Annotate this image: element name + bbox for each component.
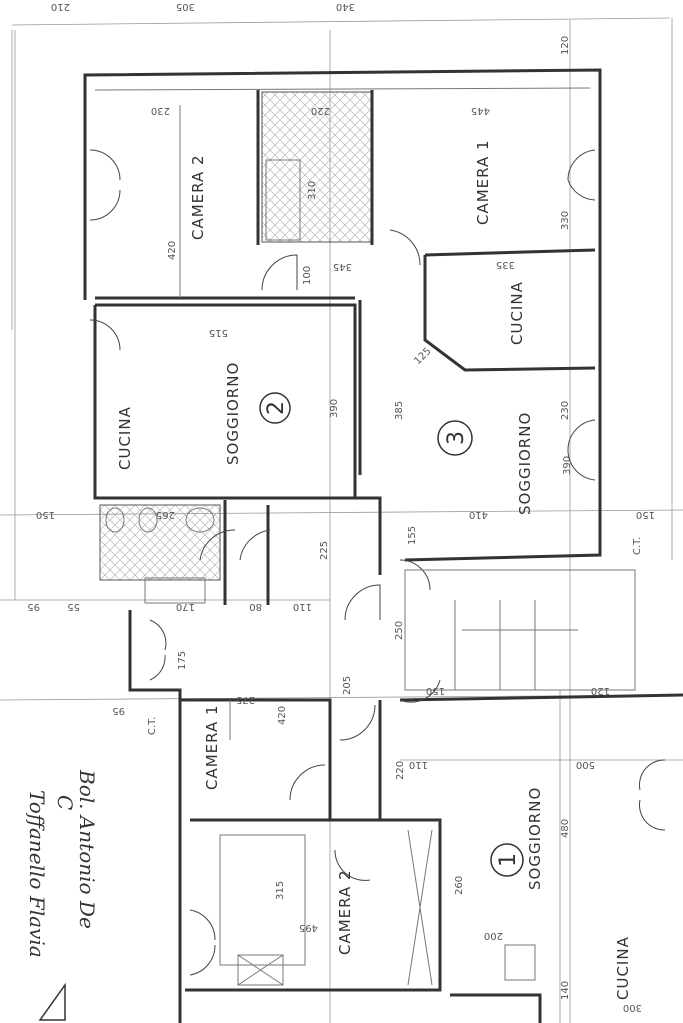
svg-text:495: 495	[299, 922, 318, 933]
svg-text:Toffanello Flavia: Toffanello Flavia	[25, 790, 49, 958]
dimension-labels: 210 305 340 120 230 220 445 420 310 330 …	[27, 1, 655, 1013]
svg-text:1: 1	[496, 853, 521, 867]
svg-text:140: 140	[560, 981, 571, 1000]
svg-text:225: 225	[319, 541, 330, 560]
svg-text:275: 275	[236, 694, 255, 705]
svg-text:410: 410	[469, 509, 488, 520]
svg-text:Bol. Antonio De: Bol. Antonio De	[75, 769, 99, 929]
svg-text:230: 230	[151, 105, 170, 116]
svg-text:200: 200	[484, 930, 503, 941]
room-label-unit2-soggiorno: SOGGIORNO	[224, 362, 242, 465]
svg-text:125: 125	[412, 346, 433, 367]
svg-text:300: 300	[623, 1002, 642, 1013]
svg-text:110: 110	[409, 759, 428, 770]
room-label-unit1-cucina: CUCINA	[614, 936, 632, 1000]
room-label-unit1-soggiorno: SOGGIORNO	[526, 787, 544, 890]
svg-text:345: 345	[333, 261, 352, 272]
svg-text:120: 120	[591, 685, 610, 696]
room-label-unit3-camera2: CAMERA 2	[189, 154, 207, 240]
svg-text:2: 2	[264, 401, 289, 415]
svg-text:390: 390	[562, 456, 573, 475]
svg-text:230: 230	[560, 401, 571, 420]
svg-text:150: 150	[636, 509, 655, 520]
svg-text:170: 170	[176, 601, 195, 612]
stair-area	[344, 569, 636, 691]
svg-text:100: 100	[302, 266, 313, 285]
unit-number-3: 3	[437, 420, 473, 456]
ct-label: C.T.	[632, 537, 643, 555]
svg-text:C: C	[53, 795, 77, 810]
svg-text:390: 390	[329, 399, 340, 418]
room-label-unit1-camera2: CAMERA 2	[336, 869, 354, 955]
svg-text:480: 480	[560, 819, 571, 838]
svg-text:330: 330	[560, 211, 571, 230]
unit-1-walls	[128, 610, 683, 1023]
svg-text:95: 95	[27, 601, 40, 612]
svg-text:265: 265	[156, 509, 175, 520]
room-label-unit3-camera1: CAMERA 1	[474, 139, 492, 225]
handwritten-signature: Bol. Antonio De C Toffanello Flavia	[25, 769, 99, 1021]
svg-text:420: 420	[167, 241, 178, 260]
svg-text:315: 315	[275, 881, 286, 900]
svg-text:80: 80	[249, 601, 262, 612]
svg-text:95: 95	[112, 705, 125, 716]
svg-text:120: 120	[560, 36, 571, 55]
svg-text:175: 175	[177, 651, 188, 670]
svg-text:335: 335	[496, 259, 515, 270]
svg-text:205: 205	[342, 676, 353, 695]
svg-text:500: 500	[576, 759, 595, 770]
svg-text:210: 210	[51, 1, 70, 12]
svg-text:250: 250	[394, 621, 405, 640]
svg-text:155: 155	[407, 526, 418, 545]
svg-text:385: 385	[394, 401, 405, 420]
svg-text:55: 55	[67, 601, 80, 612]
svg-text:220: 220	[395, 761, 406, 780]
room-label-unit3-soggiorno: SOGGIORNO	[516, 412, 534, 515]
svg-text:420: 420	[277, 706, 288, 725]
unit-2-walls	[89, 303, 431, 605]
svg-text:260: 260	[454, 876, 465, 895]
svg-text:110: 110	[293, 601, 312, 612]
svg-text:445: 445	[471, 105, 490, 116]
svg-text:310: 310	[307, 181, 318, 200]
svg-text:3: 3	[444, 431, 469, 445]
room-label-unit3-cucina: CUCINA	[508, 281, 526, 345]
unit-3-walls	[83, 68, 602, 562]
svg-text:305: 305	[176, 1, 195, 12]
svg-text:340: 340	[336, 1, 355, 12]
unit-number-1: 1	[490, 843, 524, 877]
room-label-unit2-cucina: CUCINA	[116, 406, 134, 470]
unit-number-2: 2	[259, 392, 291, 424]
svg-text:150: 150	[36, 509, 55, 520]
svg-text:515: 515	[209, 327, 228, 338]
svg-text:150: 150	[426, 685, 445, 696]
room-label-unit1-camera1: CAMERA 1	[203, 704, 221, 790]
svg-text:220: 220	[311, 105, 330, 116]
ct-label: C.T.	[147, 717, 158, 735]
